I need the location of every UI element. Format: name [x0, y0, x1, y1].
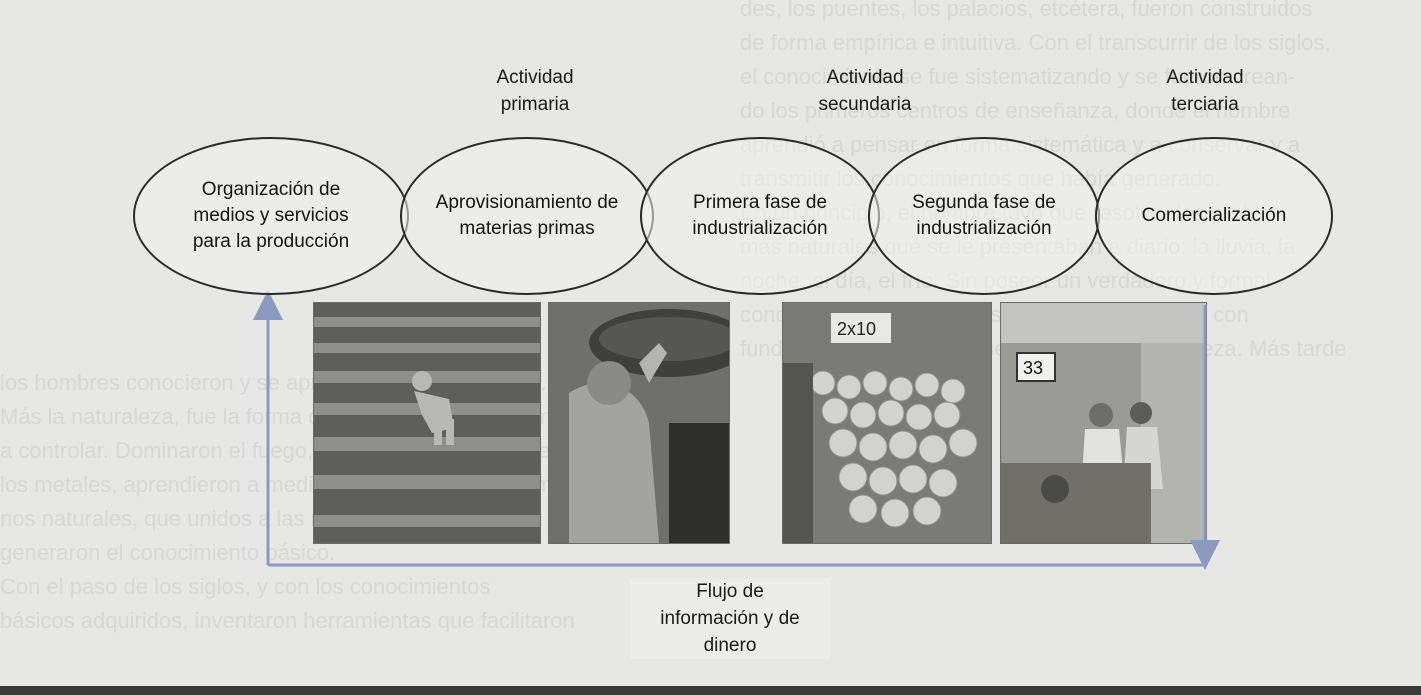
page-bottom-edge — [0, 686, 1421, 695]
stage-segunda-fase: Segunda fase de industrialización — [868, 137, 1100, 295]
flow-label: Flujo de información y de dinero — [630, 578, 830, 659]
label-actividad-terciaria: Actividad terciaria — [1166, 67, 1244, 115]
svg-text:33: 33 — [1023, 358, 1043, 378]
label-actividad-primaria: Actividad primaria — [496, 67, 574, 115]
stage-comercializacion: Comercialización — [1095, 137, 1333, 295]
basket-carrier-photo — [548, 302, 730, 544]
tea-field-worker-photo — [313, 302, 541, 544]
svg-text:2x10: 2x10 — [837, 319, 876, 339]
fruit-market-photo: 2x10 — [782, 302, 992, 544]
supermarket-checkout-photo: 33 — [1000, 302, 1207, 544]
stage-aprovisionamiento: Aprovisionamiento de materias primas — [400, 137, 654, 295]
stage-primera-fase: Primera fase de industrialización — [640, 137, 880, 295]
label-actividad-secundaria: Actividad secundaria — [818, 67, 912, 115]
stage-organizacion: Organización de medios y servicios para … — [133, 137, 409, 295]
